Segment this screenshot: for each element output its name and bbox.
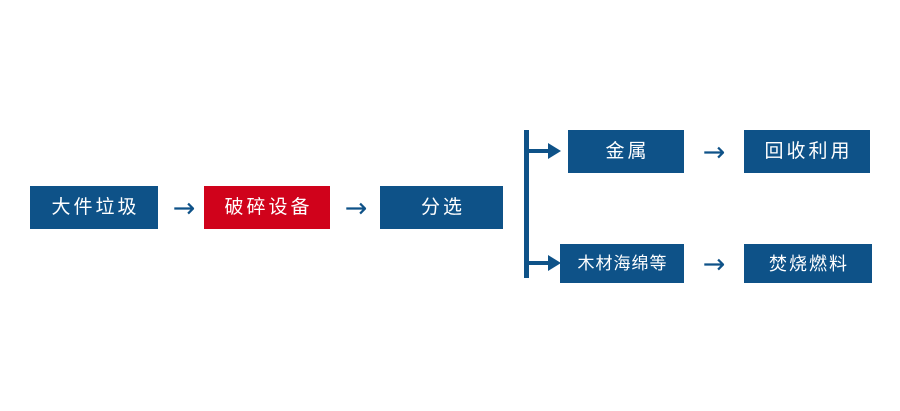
split-arrowhead-top-icon bbox=[548, 143, 561, 159]
node-recycling-reuse-label: 回收利用 bbox=[764, 141, 853, 162]
node-incineration-fuel[interactable]: 焚烧燃料 bbox=[744, 244, 872, 283]
node-incineration-fuel-label: 焚烧燃料 bbox=[769, 253, 849, 274]
node-sorting-label: 分选 bbox=[420, 197, 465, 218]
node-bulky-waste[interactable]: 大件垃圾 bbox=[30, 186, 158, 229]
arrow-metal-to-recycling-icon: → bbox=[702, 136, 726, 168]
node-sorting[interactable]: 分选 bbox=[380, 186, 503, 229]
node-crushing-equipment-label: 破碎设备 bbox=[224, 197, 313, 218]
arrow-wood-to-incineration-icon: → bbox=[702, 248, 726, 280]
split-vertical-bar-icon bbox=[524, 130, 529, 278]
split-arrowhead-bottom-icon bbox=[548, 255, 561, 271]
split-stem-bottom-icon bbox=[529, 261, 551, 265]
node-metal[interactable]: 金属 bbox=[568, 130, 684, 173]
node-metal-label: 金属 bbox=[605, 141, 650, 162]
arrow-bulky-waste-to-crushing-icon: → bbox=[172, 192, 196, 224]
node-bulky-waste-label: 大件垃圾 bbox=[51, 197, 140, 218]
split-stem-top-icon bbox=[529, 149, 551, 153]
node-wood-sponge-etc-label: 木材海绵等 bbox=[577, 254, 668, 273]
node-wood-sponge-etc[interactable]: 木材海绵等 bbox=[560, 244, 684, 283]
arrow-crushing-to-sorting-icon: → bbox=[344, 192, 368, 224]
node-crushing-equipment[interactable]: 破碎设备 bbox=[204, 186, 330, 229]
node-recycling-reuse[interactable]: 回收利用 bbox=[744, 130, 870, 173]
